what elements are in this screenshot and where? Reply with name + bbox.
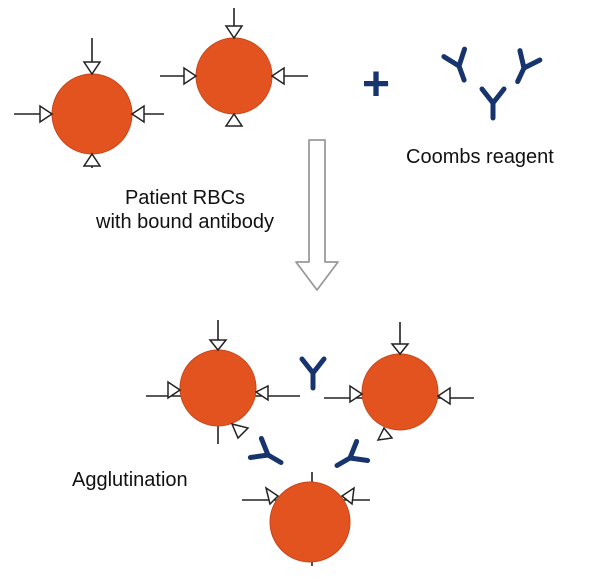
patient-rbcs-label-line1: Patient RBCs bbox=[124, 187, 246, 209]
plus-sign: + bbox=[362, 58, 390, 111]
coombs-reagent-label: Coombs reagent bbox=[406, 146, 554, 168]
agglutinated-rbc-bottom bbox=[242, 472, 370, 566]
coombs-reagent-antibodies bbox=[444, 49, 540, 118]
down-arrow-icon bbox=[295, 139, 339, 291]
bridging-antibodies bbox=[250, 359, 367, 475]
patient-rbc-left bbox=[14, 38, 164, 168]
agglutinated-rbc-left bbox=[146, 320, 300, 444]
patient-rbcs-label: Patient RBCs with bound antibody bbox=[60, 186, 310, 234]
patient-rbcs-label-line2: with bound antibody bbox=[96, 211, 274, 233]
patient-rbc-right bbox=[160, 8, 308, 127]
agglutinated-rbc-right bbox=[324, 322, 474, 441]
agglutination-label: Agglutination bbox=[72, 469, 188, 491]
